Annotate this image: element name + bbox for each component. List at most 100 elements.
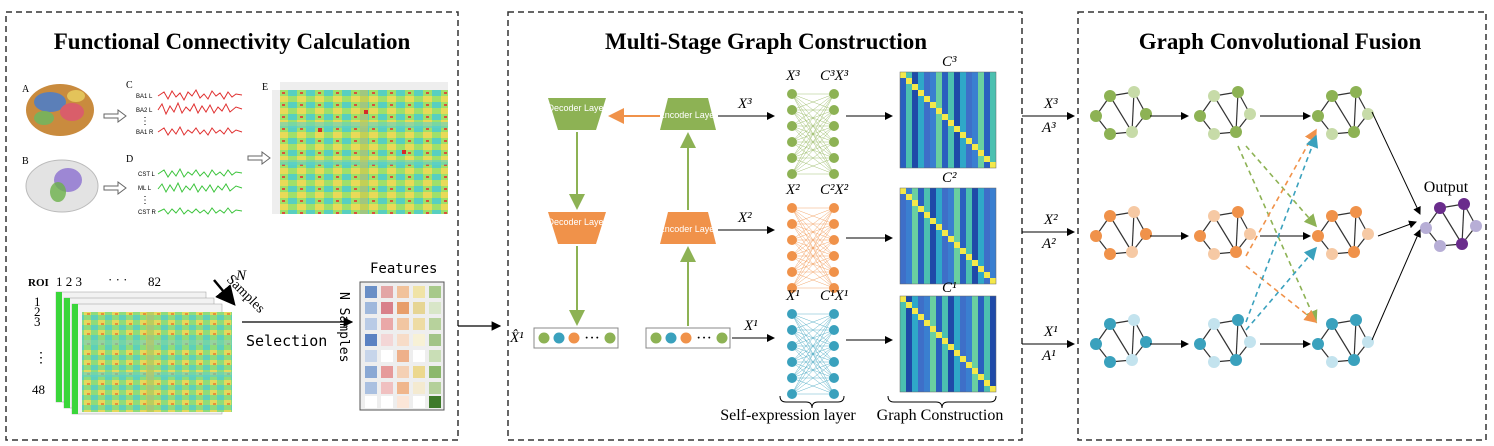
net-green-node: [829, 153, 839, 163]
net-blue-node: [829, 357, 839, 367]
fusion-orange-to-green: [1245, 128, 1317, 257]
net-blue-node: [829, 373, 839, 383]
reconstructed-vector-ellipsis: ···: [584, 330, 600, 347]
fusion-blue-to-orange: [1245, 246, 1318, 331]
n-samples-arrow: [213, 279, 236, 306]
net-orange-node: [787, 235, 797, 245]
graph-green-fused-node: [1348, 126, 1360, 138]
fusion-blue-to-green: [1245, 134, 1319, 323]
gcn-graphs: [1090, 86, 1482, 368]
decoder-layer-2-label: Decoder Layer: [547, 217, 606, 227]
c2-label: C²: [942, 170, 957, 186]
graph-orange-input-node: [1128, 206, 1140, 218]
g3-to-output-arrow: [1371, 111, 1421, 215]
decoder-layer-2: [548, 212, 606, 244]
net-orange-node: [787, 251, 797, 261]
graph-green-hidden-node: [1194, 110, 1206, 122]
roi-label: ROI: [28, 277, 49, 289]
fusion-orange-to-blue: [1245, 265, 1318, 323]
graph-blue-input-node: [1128, 314, 1140, 326]
graph-orange-input-node: [1090, 230, 1102, 242]
graph-orange-fused-node: [1326, 248, 1338, 260]
self-expression-label: Self-expression layer: [720, 407, 856, 424]
net-orange-node: [787, 283, 797, 293]
graph-green-input-node: [1126, 126, 1138, 138]
net-blue-node: [829, 341, 839, 351]
fusion-green-to-orange: [1245, 145, 1318, 228]
graph-green-fused: [1312, 86, 1374, 140]
graph-construction-brace: [887, 395, 997, 409]
net-orange-node: [829, 283, 839, 293]
graph-construction-label: Graph Construction: [877, 407, 1004, 424]
cst-series-1-label: CST L: [138, 172, 156, 178]
right-x3-label: X³: [1043, 96, 1058, 112]
selection-label: Selection: [246, 332, 327, 350]
graph-output-node: [1458, 198, 1470, 210]
graph-green-fused-node: [1350, 86, 1362, 98]
net-orange-node: [829, 235, 839, 245]
net-blue-node: [829, 325, 839, 335]
mid-x1-label: X¹: [743, 318, 758, 334]
net-orange-node: [787, 219, 797, 229]
graph-orange-fused-node: [1350, 206, 1362, 218]
graph-orange-input-node: [1140, 228, 1152, 240]
graph-orange-input: [1090, 206, 1152, 260]
graph-blue-input-node: [1090, 338, 1102, 350]
left-panel-title: Functional Connectivity Calculation: [54, 29, 411, 54]
graph-orange-input-node: [1104, 210, 1116, 222]
label-b: B: [22, 156, 29, 167]
c1-label: C¹: [942, 280, 957, 296]
encoder-layer-1-label: Encoder Layer: [659, 110, 718, 120]
roi-last: 82: [148, 274, 161, 289]
n-samples-label: N Samples: [336, 292, 351, 362]
graph-blue-hidden-node: [1230, 354, 1242, 366]
graph-green-hidden-node: [1232, 86, 1244, 98]
graph-blue-input-node: [1104, 356, 1116, 368]
graph-blue-hidden-node: [1232, 314, 1244, 326]
row-label-3: 3: [34, 314, 41, 329]
row-label-1: 1: [34, 294, 41, 309]
label-a: A: [22, 84, 30, 95]
graph-orange-fused: [1312, 206, 1374, 260]
graph-output-node: [1434, 240, 1446, 252]
net-green-node: [829, 169, 839, 179]
net-blue-node: [787, 389, 797, 399]
graph-green-hidden-node: [1244, 108, 1256, 120]
fc-matrix-heatmap: [272, 82, 448, 214]
g2-to-output-arrow: [1377, 220, 1417, 237]
roi-ticks: 1 2 3: [56, 274, 82, 289]
brain-surface-image: [26, 84, 94, 136]
graph-orange-hidden-node: [1208, 210, 1220, 222]
graph-green-hidden-node: [1208, 90, 1220, 102]
mid-x2-label: X²: [737, 210, 752, 226]
graph-orange-hidden: [1194, 206, 1256, 260]
graph-green-input-node: [1128, 86, 1140, 98]
net-green-node: [787, 153, 797, 163]
net-blue-node: [787, 341, 797, 351]
net2-out-label: C²X²: [820, 182, 849, 198]
graph-blue-fused-node: [1326, 356, 1338, 368]
graph-output-node: [1420, 222, 1432, 234]
mid-x3-label: X³: [737, 96, 752, 112]
graph-green-input-node: [1104, 128, 1116, 140]
arrow-b-to-d: [103, 181, 127, 195]
middle-panel-title: Multi-Stage Graph Construction: [605, 29, 927, 54]
graph-output-node: [1456, 238, 1468, 250]
net-green-node: [787, 137, 797, 147]
graph-blue-fused-node: [1312, 338, 1324, 350]
net-blue-node: [829, 309, 839, 319]
graph-blue-fused-node: [1362, 336, 1374, 348]
graph-blue-hidden-node: [1208, 356, 1220, 368]
net-orange-node: [787, 203, 797, 213]
g1-to-output-arrow: [1371, 229, 1421, 341]
self-expression-networks: [787, 89, 839, 399]
graph-blue-hidden-node: [1194, 338, 1206, 350]
graph-blue-fused-node: [1326, 318, 1338, 330]
graph-orange-hidden-node: [1194, 230, 1206, 242]
encoder-layer-1: [660, 98, 716, 130]
n-label: N: [235, 268, 247, 284]
graph-orange-hidden-node: [1232, 206, 1244, 218]
input-vector-ellipsis: ···: [696, 330, 712, 347]
label-c: C: [126, 80, 133, 91]
